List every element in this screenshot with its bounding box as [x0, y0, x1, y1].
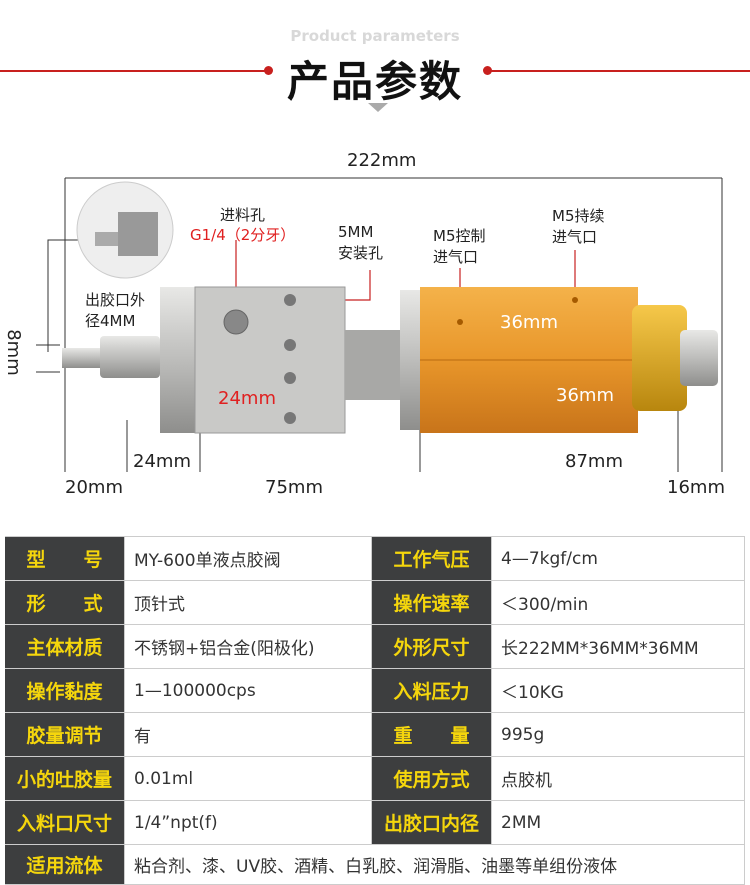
spec-value: 2MM	[492, 801, 745, 844]
spec-label: 胶量调节	[5, 713, 125, 756]
spec-label: 入料压力	[372, 669, 492, 712]
down-arrow-icon	[368, 103, 388, 112]
spec-label: 重 量	[372, 713, 492, 756]
inlet-label: 进料孔	[220, 206, 266, 224]
title-dot-right	[483, 66, 492, 75]
m5-continuous-port: 进气口	[552, 228, 598, 246]
m5-control-label: M5控制	[433, 227, 486, 245]
spec-label: 入料口尺寸	[5, 801, 125, 844]
dim-height-upper: 36mm	[500, 312, 558, 333]
spec-value: MY-600单液点胶阀	[125, 537, 372, 580]
spec-value: ＜300/min	[492, 581, 745, 624]
dim-total-length: 222mm	[347, 150, 417, 171]
spec-value: 有	[125, 713, 372, 756]
spec-label: 工作气压	[372, 537, 492, 580]
title-divider-right	[484, 70, 750, 72]
spec-value: 顶针式	[125, 581, 372, 624]
spec-value: 1/4”npt(f)	[125, 801, 372, 844]
spec-label: 外形尺寸	[372, 625, 492, 668]
spec-label: 形 式	[5, 581, 125, 624]
spec-value: 995g	[492, 713, 745, 756]
mount-hole-label: 安装孔	[338, 244, 384, 262]
dim-24: 24mm	[133, 451, 191, 472]
dim-nozzle-diameter: 8mm	[2, 329, 24, 376]
spec-value: 点胶机	[492, 757, 745, 800]
section-subtitle: Product parameters	[290, 27, 460, 45]
spec-value: 4—7kgf/cm	[492, 537, 745, 580]
m5-continuous-label: M5持续	[552, 207, 605, 225]
dim-20: 20mm	[65, 477, 123, 498]
dim-87: 87mm	[565, 451, 623, 472]
spec-value: 0.01ml	[125, 757, 372, 800]
title-dot-left	[264, 66, 273, 75]
spec-label: 使用方式	[372, 757, 492, 800]
m5-control-port: 进气口	[433, 248, 479, 266]
mount-hole-size: 5MM	[338, 223, 374, 241]
spec-value: 1—100000cps	[125, 669, 372, 712]
inlet-thread: G1/4（2分牙）	[190, 226, 296, 244]
table-row: 主体材质不锈钢+铝合金(阳极化)外形尺寸长222MM*36MM*36MM	[5, 625, 745, 669]
product-diagram	[36, 177, 723, 472]
spec-label: 主体材质	[5, 625, 125, 668]
section-title: 产品参数	[286, 57, 463, 106]
title-divider-left	[0, 70, 270, 72]
dim-height-lower: 36mm	[556, 385, 614, 406]
spec-label: 操作黏度	[5, 669, 125, 712]
table-row: 适用流体 粘合剂、漆、UV胶、酒精、白乳胶、润滑脂、油墨等单组份液体	[5, 845, 745, 885]
outlet-od-label: 出胶口外	[85, 291, 146, 309]
spec-label: 适用流体	[5, 845, 125, 884]
dim-75: 75mm	[265, 477, 323, 498]
spec-value: 不锈钢+铝合金(阳极化)	[125, 625, 372, 668]
spec-value: 粘合剂、漆、UV胶、酒精、白乳胶、润滑脂、油墨等单组份液体	[125, 845, 745, 884]
dim-red-24: 24mm	[218, 388, 276, 409]
dim-16: 16mm	[667, 477, 725, 498]
spec-value: 长222MM*36MM*36MM	[492, 625, 745, 668]
spec-label: 出胶口内径	[372, 801, 492, 844]
outlet-od-value: 径4MM	[85, 312, 136, 330]
spec-label: 小的吐胶量	[5, 757, 125, 800]
spec-label: 操作速率	[372, 581, 492, 624]
spec-value: ＜10KG	[492, 669, 745, 712]
table-row: 形 式顶针式操作速率＜300/min	[5, 581, 745, 625]
spec-label: 型 号	[5, 537, 125, 580]
